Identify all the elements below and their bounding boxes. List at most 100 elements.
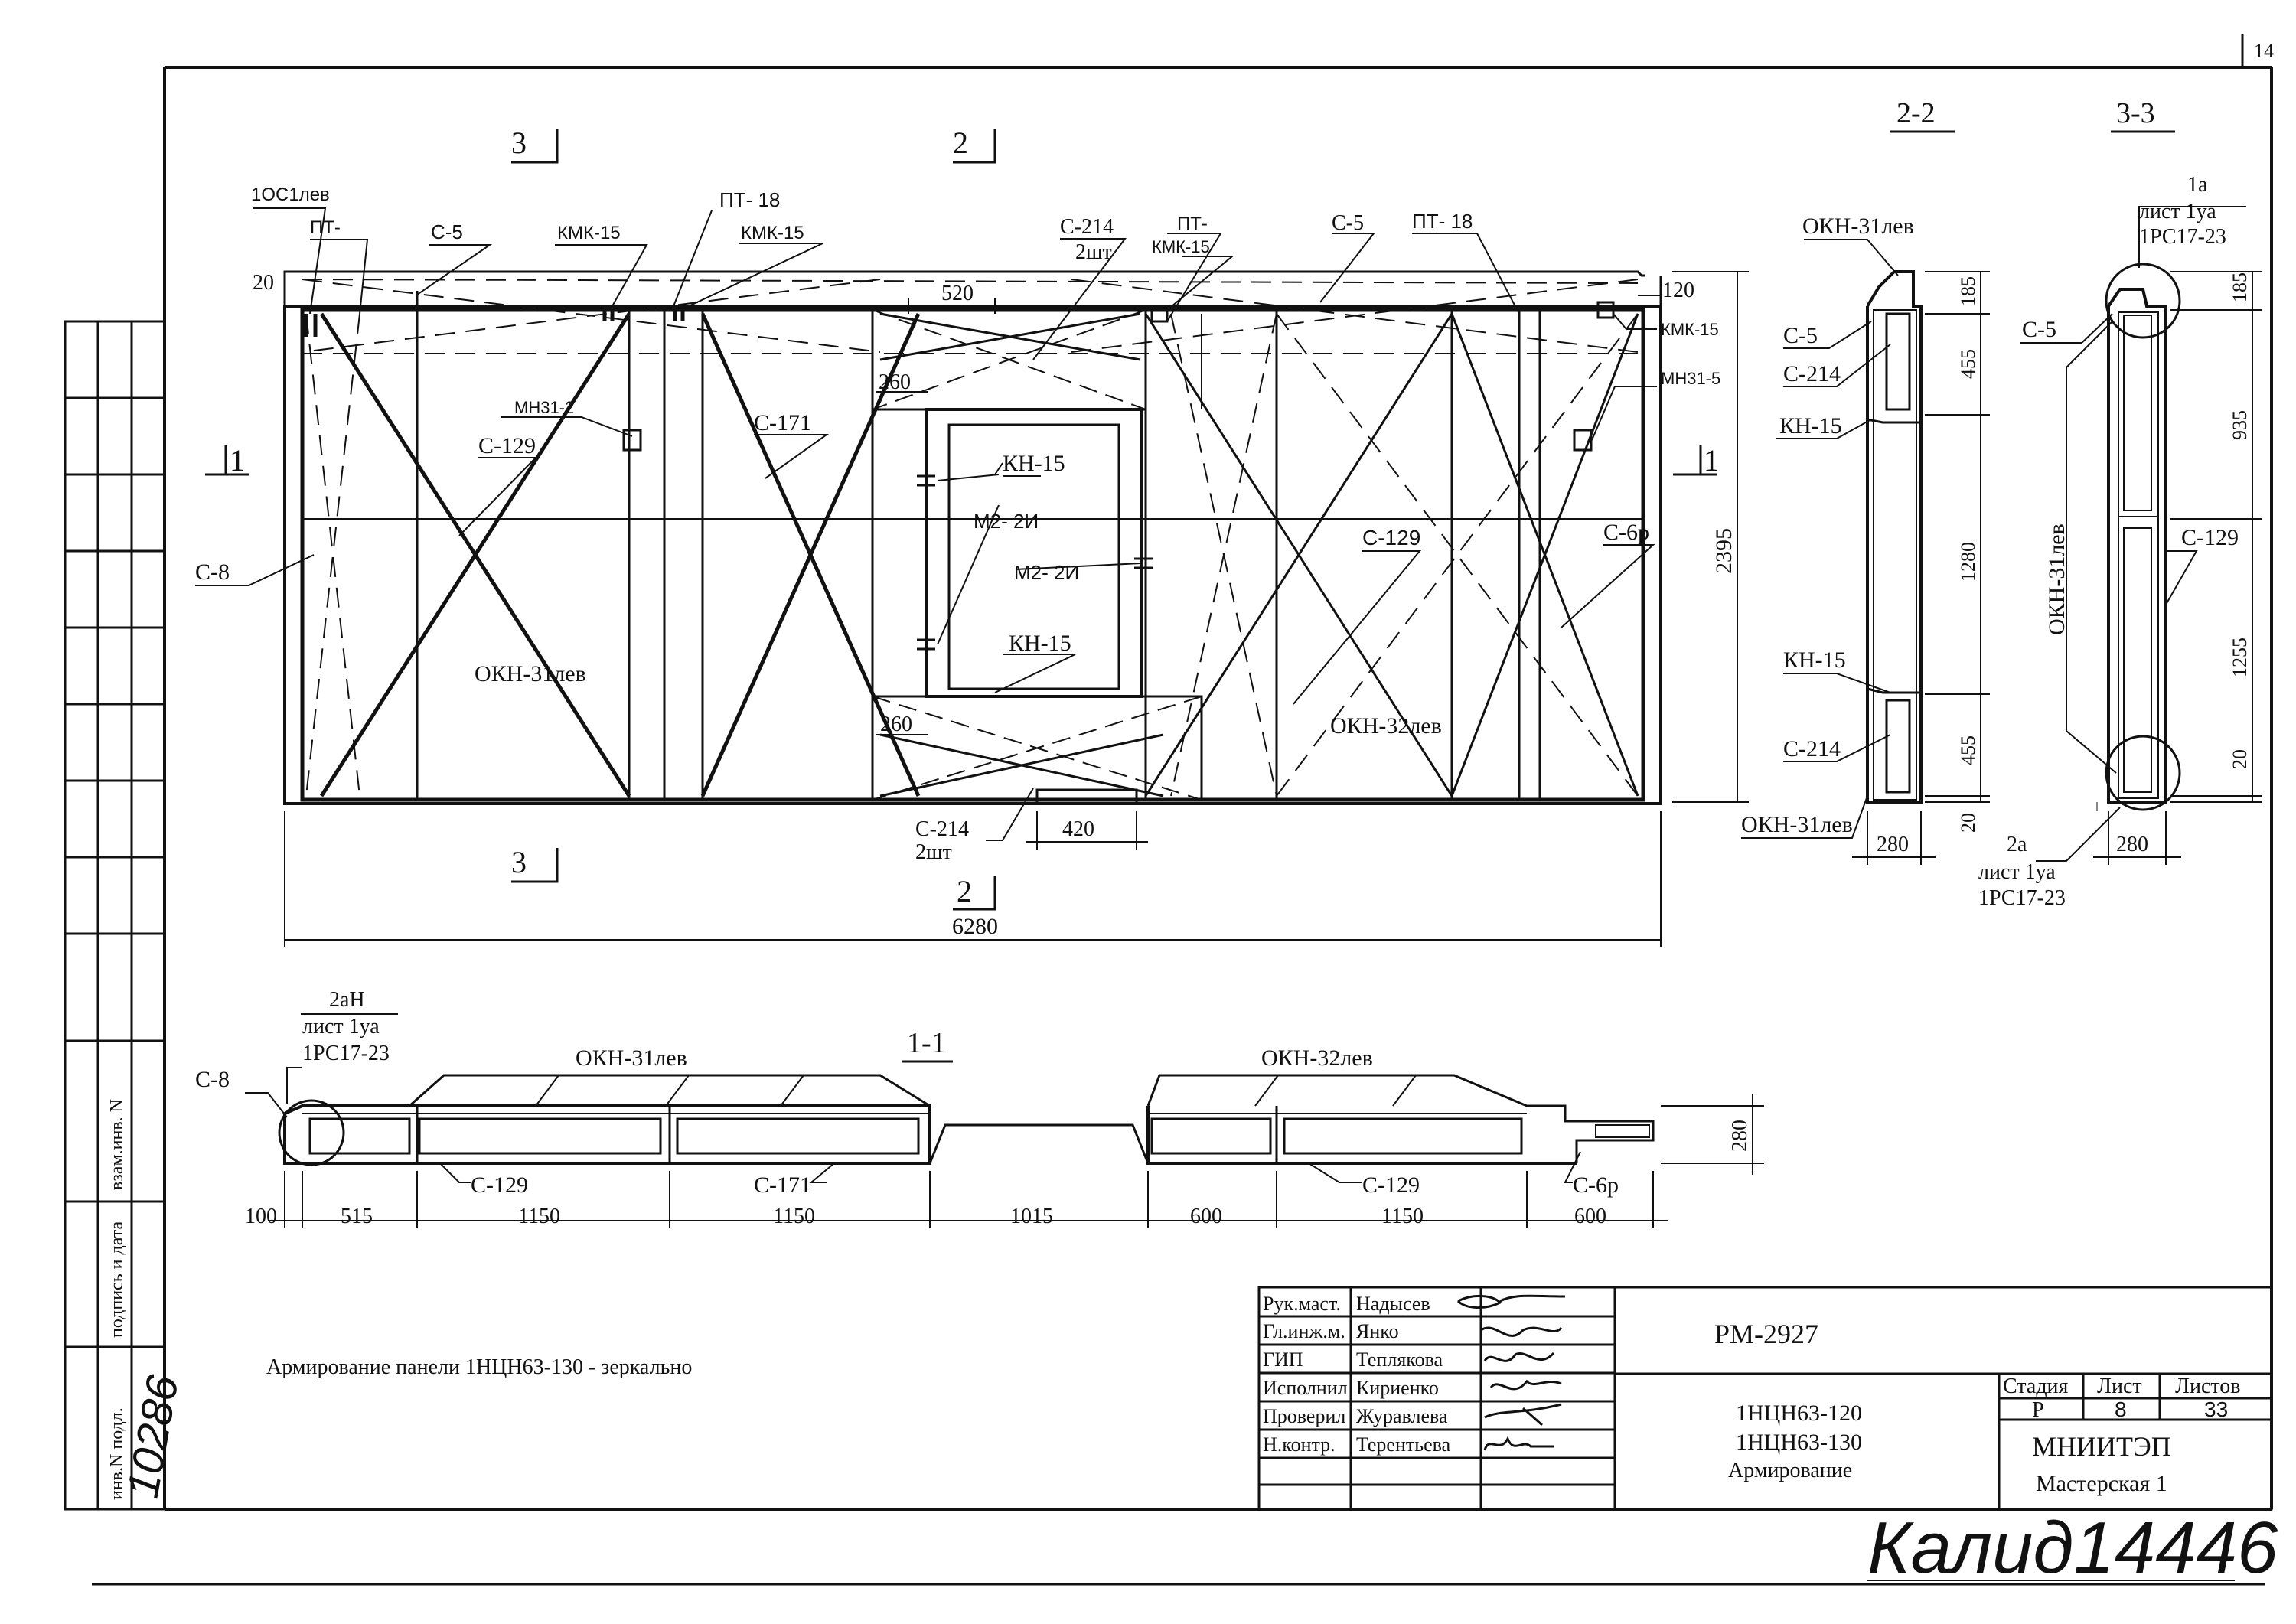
label-c5-right: С-5: [1332, 211, 1364, 235]
tb-title-0: 1НЦН63-120: [1736, 1401, 1862, 1426]
section-mark-2-bottom: 2: [957, 874, 972, 908]
s22-label-c214-b: С-214: [1783, 736, 1841, 761]
s22-dim-455-b: 455: [1957, 735, 1979, 765]
s22-dim-185: 185: [1957, 276, 1979, 306]
label-c214-bottom-qty: 2шт: [915, 840, 952, 864]
section-2-2-title: 2-2: [1896, 97, 1936, 129]
tb-org: МНИИТЭП: [2032, 1431, 2171, 1462]
s11-dim-515: 515: [341, 1205, 373, 1228]
s11-label-c129-b: С-129: [1362, 1172, 1420, 1198]
s33-dim-280: 280: [2116, 833, 2148, 856]
main-dim-labels: 20 520 120 260 260 420 6280 2395: [253, 271, 1737, 939]
s33-label-c129: С-129: [2181, 525, 2239, 550]
section-mark-1-right: 1: [1704, 443, 1719, 478]
s11-label-okn31: ОКН-31лев: [576, 1045, 687, 1071]
label-pt18-b: ПТ- 18: [1412, 210, 1473, 233]
label-mn31-2: МН31-2: [514, 398, 574, 417]
s11-dim-1150-c: 1150: [1381, 1205, 1424, 1228]
tb-sheets-header: Листов: [2175, 1375, 2241, 1398]
s33-callout-bottom-1: 2а: [2007, 833, 2027, 856]
tb-sheet: 8: [2115, 1397, 2127, 1421]
label-c214-top-qty: 2шт: [1075, 240, 1112, 264]
section-mark-3-bottom: 3: [511, 845, 527, 879]
main-labels: 1ОС1лев ПТ- С-5 КМК-15 ПТ- 18 КМК-15 С-2…: [195, 184, 1720, 864]
left-strip: [64, 320, 166, 1511]
s11-label-c6p: С-6р: [1573, 1172, 1619, 1198]
dim-20: 20: [253, 271, 274, 295]
label-c214-top: С-214: [1060, 215, 1114, 239]
tb-code: РМ-2927: [1714, 1319, 1818, 1349]
label-m2-right: М2- 2И: [1014, 561, 1079, 584]
label-kmk15-d: КМК-15: [1661, 320, 1719, 339]
s22-label-c5: С-5: [1783, 323, 1818, 348]
dim-260-top: 260: [879, 370, 911, 394]
s22-label-kn15-b: КН-15: [1783, 647, 1846, 673]
tb-workshop: Мастерская 1: [2036, 1471, 2167, 1496]
section-1-1-drawing: [278, 1074, 1655, 1166]
s11-callout-2: лист 1уа: [302, 1015, 380, 1039]
s11-dim-1015: 1015: [1010, 1205, 1053, 1228]
tb-sheets: 33: [2204, 1397, 2228, 1421]
s22-label-c214-a: С-214: [1783, 361, 1841, 386]
label-pt18-a: ПТ- 18: [719, 188, 780, 211]
s11-label-okn32: ОКН-32лев: [1261, 1045, 1373, 1071]
section-3-3-dims: [2020, 206, 2262, 865]
s22-dim-280: 280: [1877, 833, 1909, 856]
mirror-note: Армирование панели 1НЦН63-130 - зеркальн…: [266, 1355, 692, 1379]
s33-callout-bottom-3: 1РС17-23: [1978, 886, 2066, 910]
main-leaders: [195, 207, 1657, 841]
label-1oc1lev: 1ОС1лев: [251, 184, 330, 205]
s33-callout-top-1: 1а: [2187, 173, 2208, 197]
s11-dim-280: 280: [1728, 1120, 1752, 1152]
tb-name-5: Терентьева: [1356, 1433, 1451, 1456]
section-mark-2-top: 2: [953, 126, 968, 160]
s11-dim-100: 100: [245, 1205, 277, 1228]
label-c5-left: С-5: [431, 220, 463, 243]
section-3-3-drawing: [2096, 263, 2181, 811]
tb-role-2: ГИП: [1263, 1348, 1303, 1371]
section-1-1-title: 1-1: [907, 1027, 946, 1059]
tb-title-2: Армирование: [1728, 1459, 1852, 1482]
title-block: [1257, 1286, 2273, 1511]
label-c214-bottom: С-214: [915, 817, 969, 841]
s33-dim-935: 935: [2229, 410, 2251, 440]
label-c171: С-171: [754, 410, 811, 435]
archive-stamp: Калид14446: [1867, 1507, 2278, 1589]
s33-label-c5: С-5: [2022, 317, 2056, 342]
s22-label-okn31-bottom: ОКН-31лев: [1741, 812, 1853, 837]
section-3-3-title: 3-3: [2116, 97, 2155, 129]
dim-2395: 2395: [1711, 528, 1737, 574]
tb-stage: Р: [2032, 1398, 2044, 1422]
s22-dim-20: 20: [1957, 813, 1979, 833]
s33-callout-top-3: 1РС17-23: [2139, 225, 2226, 249]
s11-callout-3: 1РС17-23: [302, 1042, 390, 1065]
s11-dim-1150-b: 1150: [773, 1205, 815, 1228]
label-m2-left: М2- 2И: [974, 510, 1039, 533]
dim-120: 120: [1662, 279, 1694, 302]
section-marks: [205, 129, 1717, 911]
section-2-2-dims: [1741, 239, 1990, 865]
tb-role-0: Рук.маст.: [1263, 1293, 1341, 1315]
section-mark-3-top: 3: [511, 126, 527, 160]
strip-podpis: подпись и дата: [107, 1221, 127, 1338]
s11-label-c171: С-171: [754, 1172, 811, 1198]
s33-callout-bottom-2: лист 1уа: [1978, 860, 2056, 884]
tb-name-0: Надысев: [1356, 1293, 1430, 1315]
s11-dim-600-b: 600: [1574, 1205, 1606, 1228]
tb-name-2: Теплякова: [1356, 1348, 1443, 1371]
s22-dim-455-a: 455: [1957, 349, 1979, 379]
label-c8: С-8: [195, 559, 230, 585]
s11-dim-1150-a: 1150: [518, 1205, 560, 1228]
tb-title-1: 1НЦН63-130: [1736, 1430, 1862, 1455]
label-mn31-5: МН31-5: [1661, 369, 1720, 388]
main-dimensions: [284, 271, 1749, 947]
tb-role-3: Исполнил: [1263, 1377, 1348, 1399]
s11-dim-600-a: 600: [1190, 1205, 1222, 1228]
label-okn32: ОКН-32лев: [1330, 713, 1442, 739]
label-kmk15-a: КМК-15: [557, 223, 621, 243]
s11-label-c8: С-8: [195, 1067, 230, 1092]
label-c6p: С-6р: [1603, 520, 1649, 545]
label-okn31: ОКН-31лев: [475, 661, 586, 686]
section-mark-1-left: 1: [230, 443, 245, 478]
